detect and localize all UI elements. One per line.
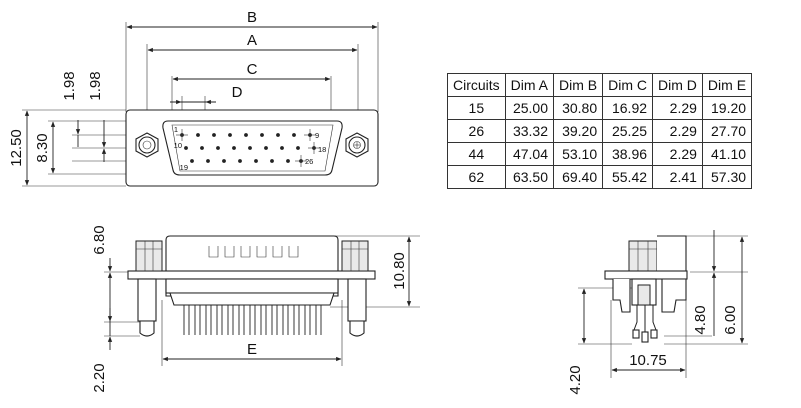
left-standoff [135, 240, 163, 337]
table-cell: 47.04 [504, 142, 555, 166]
header-dim-a: Dim A [504, 73, 555, 97]
table-cell: 27.70 [701, 119, 753, 143]
contact-windows [208, 246, 299, 258]
pin-label-1: 1 [174, 125, 178, 134]
table-cell: 16.92 [602, 96, 654, 120]
table-cell: 2.29 [652, 96, 703, 120]
table-cell: 38.96 [602, 142, 654, 166]
table-cell: 19.20 [701, 96, 753, 120]
header-dim-b: Dim B [553, 73, 604, 97]
dim-4-80-label: 4.80 [692, 305, 709, 334]
table-cell: 26 [447, 119, 506, 143]
dim-8-30-label: 8.30 [34, 133, 51, 162]
end-flange [604, 270, 688, 280]
dim-12-50-label: 12.50 [8, 129, 25, 167]
table-row: 15 25.00 30.80 16.92 2.29 19.20 [447, 96, 753, 120]
right-mount-hole-icon [345, 132, 369, 158]
table-cell: 30.80 [553, 96, 604, 120]
dim-1-98-label-b: 1.98 [87, 71, 104, 100]
table-cell: 44 [447, 142, 506, 166]
table-cell: 69.40 [553, 165, 604, 189]
table-cell: 41.10 [701, 142, 753, 166]
dim-2-20-label: 2.20 [91, 363, 108, 392]
table-cell: 55.42 [602, 165, 654, 189]
right-standoff [341, 240, 369, 337]
table-cell: 62 [447, 165, 506, 189]
dim-10-75-label: 10.75 [629, 352, 667, 369]
bottom-view: 6.80 10.80 E 2.20 [91, 225, 420, 393]
dim-d-label: D [232, 84, 243, 101]
table-row: 26 33.32 39.20 25.25 2.29 27.70 [447, 119, 753, 143]
table-cell: 25.00 [504, 96, 555, 120]
table-cell: 2.29 [652, 119, 703, 143]
bottom-flange [127, 270, 376, 280]
table-cell: 15 [447, 96, 506, 120]
dim-10-80-label: 10.80 [391, 252, 408, 290]
header-dim-d: Dim D [652, 73, 703, 97]
table-cell: 57.30 [701, 165, 753, 189]
table-cell: 39.20 [553, 119, 604, 143]
table-cell: 2.41 [652, 165, 703, 189]
pin-label-26: 26 [305, 157, 313, 166]
dim-a-label: A [247, 32, 257, 49]
table-row: 62 63.50 69.40 55.42 2.41 57.30 [447, 165, 753, 189]
end-solder-tails [632, 305, 658, 343]
table-header-row: Circuits Dim A Dim B Dim C Dim D Dim E [447, 73, 753, 97]
table-cell: 53.10 [553, 142, 604, 166]
pin-label-19: 19 [180, 163, 188, 172]
table-cell: 33.32 [504, 119, 555, 143]
dim-c-label: C [247, 61, 258, 78]
dim-4-20-label: 4.20 [567, 365, 584, 394]
dimension-table: Circuits Dim A Dim B Dim C Dim D Dim E 1… [447, 73, 753, 189]
pin-label-9: 9 [315, 131, 319, 140]
table-row: 44 47.04 53.10 38.96 2.29 41.10 [447, 142, 753, 166]
dim-6-80-label: 6.80 [91, 225, 108, 254]
solder-tails [183, 305, 322, 335]
front-view: B A C D 12.50 8.30 1.98 1.98 [8, 9, 379, 187]
header-circuits: Circuits [447, 73, 506, 97]
header-dim-c: Dim C [602, 73, 654, 97]
pin-label-10: 10 [174, 141, 182, 150]
pin-label-18: 18 [318, 145, 326, 154]
dim-b-label: B [247, 9, 257, 26]
end-view: 4.80 6.00 10.75 4.20 [567, 230, 748, 395]
dim-e-label: E [247, 341, 257, 358]
table-cell: 25.25 [602, 119, 654, 143]
header-dim-e: Dim E [701, 73, 753, 97]
dim-6-00-label: 6.00 [722, 305, 739, 334]
table-cell: 2.29 [652, 142, 703, 166]
left-mount-hole-icon [135, 132, 159, 158]
dim-1-98-label-a: 1.98 [61, 71, 78, 100]
table-cell: 63.50 [504, 165, 555, 189]
end-standoff-top [628, 240, 658, 272]
